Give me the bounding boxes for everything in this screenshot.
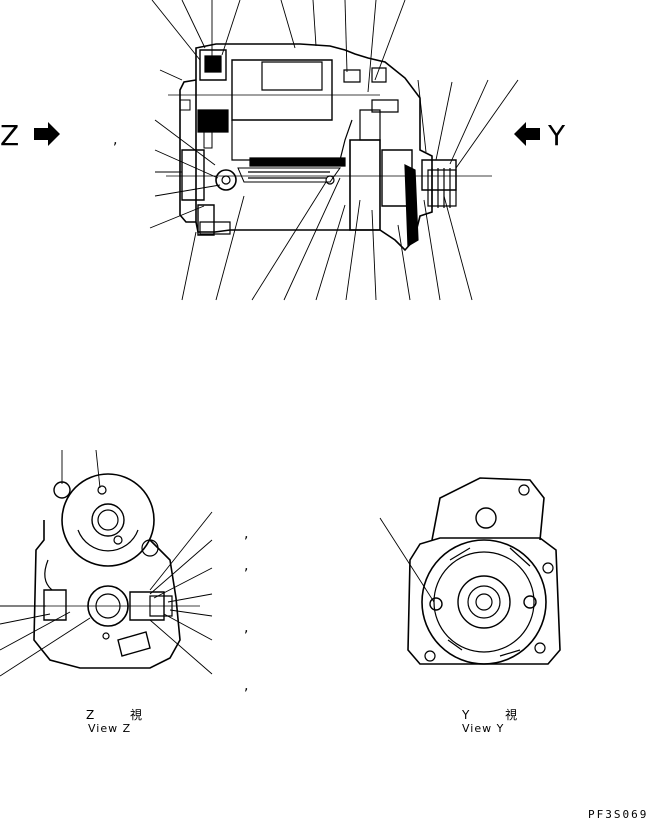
view-z-comma-4: , xyxy=(244,678,249,694)
section-leaders-top xyxy=(152,0,518,168)
view-y-arrow-icon xyxy=(514,122,540,146)
view-z-comma-1: , xyxy=(244,526,249,542)
section-view xyxy=(166,44,492,250)
section-leaders-bottom xyxy=(182,178,472,300)
view-z-arrow-icon xyxy=(34,122,60,146)
section-leaders-left xyxy=(150,70,220,228)
view-z-marker: Z xyxy=(0,119,20,152)
drawing-code: PF3S069 xyxy=(588,808,649,821)
view-z-comma-2: , xyxy=(244,558,249,574)
view-z-leaders xyxy=(0,450,212,676)
view-z-caption-en: View Z xyxy=(88,722,132,735)
view-z-caption-jp: Z 視 xyxy=(86,708,159,722)
view-z-comma-3: , xyxy=(244,620,249,636)
view-y-caption-en: View Y xyxy=(462,722,505,735)
view-y-leaders xyxy=(380,518,434,602)
view-y-marker: Y xyxy=(548,119,566,152)
view-y-drawing xyxy=(408,478,560,664)
view-y-caption-jp: Y 視 xyxy=(462,708,534,722)
view-z-drawing xyxy=(30,474,200,668)
section-comma: , xyxy=(113,132,118,148)
